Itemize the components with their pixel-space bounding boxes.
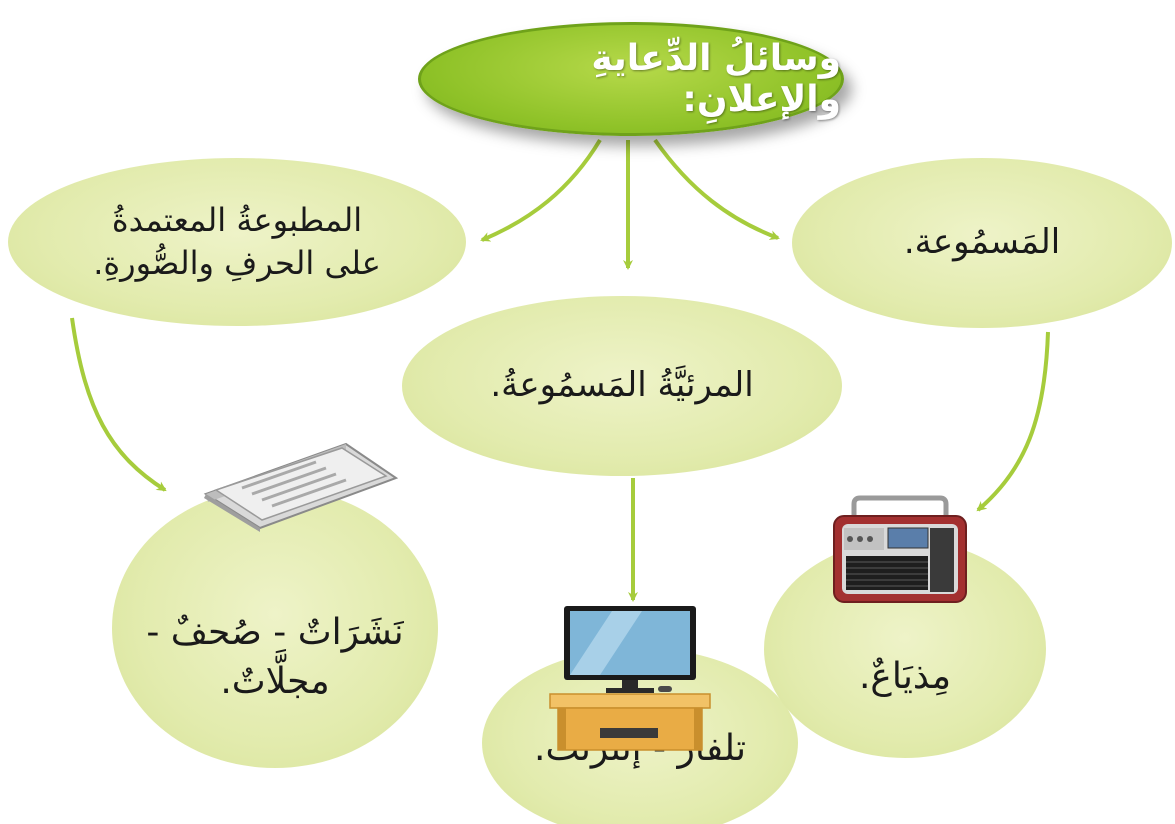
category-visual-label: المرئيَّةُ المَسمُوعةُ. xyxy=(490,365,754,406)
arrow-printed-to-example xyxy=(70,317,167,492)
example-printed-line2: مجلَّاتٌ. xyxy=(220,661,330,702)
example-printed-node: نَشَرَاتٌ - صُحفٌ - مجلَّاتٌ. xyxy=(112,488,438,768)
category-audible-label: المَسمُوعة. xyxy=(903,222,1061,263)
arrow-audible-to-example xyxy=(976,331,1050,512)
newspaper-icon xyxy=(203,442,399,532)
arrow-title-to-audible xyxy=(653,138,780,240)
example-audible-node: مِذيَاعٌ. xyxy=(764,540,1046,758)
title-node: وسائلُ الدِّعايةِ والإعلانِ: xyxy=(418,22,844,136)
radio-icon xyxy=(833,495,967,603)
diagram-title: وسائلُ الدِّعايةِ والإعلانِ: xyxy=(591,38,841,120)
category-audible-node: المَسمُوعة. xyxy=(792,158,1172,328)
example-printed-line1: نَشَرَاتٌ - صُحفٌ - xyxy=(146,612,404,654)
category-printed-line2: على الحرفِ والصُّورةِ. xyxy=(93,244,381,282)
category-visual-node: المرئيَّةُ المَسمُوعةُ. xyxy=(402,296,842,476)
television-icon xyxy=(549,606,711,751)
category-printed-node: المطبوعةُ المعتمدةُ على الحرفِ والصُّورة… xyxy=(8,158,466,326)
arrow-title-to-printed xyxy=(480,138,602,242)
category-printed-line1: المطبوعةُ المعتمدةُ xyxy=(111,200,363,239)
example-audible-label: مِذيَاعٌ. xyxy=(858,656,952,698)
